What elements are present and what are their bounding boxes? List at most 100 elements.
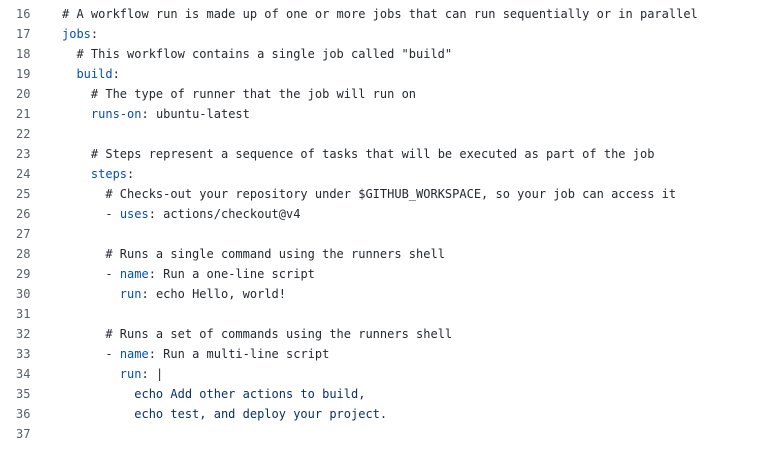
line-number[interactable]: 26 — [16, 207, 31, 221]
yaml-key: steps — [90, 167, 128, 181]
line-content: # Checks-out your repository under $GITH… — [62, 184, 676, 204]
yaml-colon: : — [90, 27, 99, 41]
line-number[interactable]: 24 — [16, 167, 31, 181]
code-line[interactable]: 35 echo Add other actions to build, — [0, 384, 777, 404]
line-number[interactable]: 19 — [16, 67, 31, 81]
yaml-value: Run a one-line script — [155, 267, 315, 281]
yaml-colon: : — [148, 207, 156, 221]
yaml-comment: # The type of runner that the job will r… — [90, 87, 417, 101]
line-number[interactable]: 30 — [16, 287, 31, 301]
yaml-comment: # Checks-out your repository under $GITH… — [105, 187, 677, 201]
line-number[interactable]: 22 — [16, 127, 31, 141]
code-line[interactable]: 34 run: | — [0, 364, 777, 384]
line-content: - uses: actions/checkout@v4 — [62, 204, 300, 224]
line-number[interactable]: 21 — [16, 107, 31, 121]
line-number[interactable]: 32 — [16, 327, 31, 341]
indent — [62, 367, 120, 381]
code-line[interactable]: 21 runs-on: ubuntu-latest — [0, 104, 777, 124]
indent — [62, 267, 105, 281]
line-number[interactable]: 25 — [16, 187, 31, 201]
line-number[interactable]: 20 — [16, 87, 31, 101]
line-number[interactable]: 31 — [16, 307, 31, 321]
indent — [62, 67, 76, 81]
line-number[interactable]: 35 — [16, 387, 31, 401]
block-scalar-text: echo Add other actions to build, — [134, 387, 366, 401]
line-content: # Runs a set of commands using the runne… — [62, 324, 452, 344]
line-content: runs-on: ubuntu-latest — [62, 104, 250, 124]
code-line[interactable]: 29 - name: Run a one-line script — [0, 264, 777, 284]
yaml-colon: : — [127, 167, 135, 181]
indent — [62, 147, 91, 161]
line-content: # A workflow run is made up of one or mo… — [62, 4, 698, 24]
yaml-colon: : — [141, 367, 149, 381]
line-number[interactable]: 37 — [16, 427, 31, 441]
yaml-value: Run a multi-line script — [155, 347, 330, 361]
line-number[interactable]: 34 — [16, 367, 31, 381]
indent — [62, 167, 91, 181]
line-content: steps: — [62, 164, 134, 184]
yaml-colon: : — [148, 347, 156, 361]
code-line[interactable]: 28 # Runs a single command using the run… — [0, 244, 777, 264]
line-number[interactable]: 28 — [16, 247, 31, 261]
code-line[interactable]: 16 # A workflow run is made up of one or … — [0, 4, 777, 24]
indent — [62, 47, 76, 61]
code-line[interactable]: 19 build: — [0, 64, 777, 84]
yaml-colon: : — [112, 67, 120, 81]
line-content: # Steps represent a sequence of tasks th… — [62, 144, 655, 164]
indent — [62, 247, 105, 261]
code-line[interactable]: 33 - name: Run a multi-line script — [0, 344, 777, 364]
code-line[interactable]: 26 - uses: actions/checkout@v4 — [0, 204, 777, 224]
yaml-key: runs-on — [90, 107, 142, 121]
yaml-key: jobs — [62, 27, 91, 41]
line-content: echo test, and deploy your project. — [62, 404, 387, 424]
indent — [62, 207, 105, 221]
list-dash: - — [105, 267, 120, 281]
code-line[interactable]: 22 — [0, 124, 777, 144]
line-content: - name: Run a multi-line script — [62, 344, 329, 364]
yaml-value: ubuntu-latest — [148, 107, 250, 121]
code-line[interactable]: 30 run: echo Hello, world! — [0, 284, 777, 304]
yaml-comment: # Runs a set of commands using the runne… — [105, 327, 453, 341]
code-line[interactable]: 31 — [0, 304, 777, 324]
code-line[interactable]: 24 steps: — [0, 164, 777, 184]
indent — [62, 327, 105, 341]
indent — [62, 187, 105, 201]
yaml-colon: : — [141, 107, 149, 121]
line-number[interactable]: 17 — [16, 27, 31, 41]
yaml-comment: # A workflow run is made up of one or mo… — [62, 7, 698, 21]
indent — [62, 287, 120, 301]
line-number[interactable]: 23 — [16, 147, 31, 161]
yaml-key: run — [119, 367, 142, 381]
line-content: # Runs a single command using the runner… — [62, 244, 445, 264]
yaml-key: uses — [119, 207, 149, 221]
line-number[interactable]: 36 — [16, 407, 31, 421]
block-scalar-text: echo test, and deploy your project. — [134, 407, 388, 421]
yaml-key: build — [76, 67, 113, 81]
code-line[interactable]: 25 # Checks-out your repository under $G… — [0, 184, 777, 204]
list-dash: - — [105, 207, 120, 221]
line-number[interactable]: 27 — [16, 227, 31, 241]
line-number[interactable]: 29 — [16, 267, 31, 281]
indent — [62, 347, 105, 361]
code-line[interactable]: 23 # Steps represent a sequence of tasks… — [0, 144, 777, 164]
code-line[interactable]: 27 — [0, 224, 777, 244]
code-line[interactable]: 20 # The type of runner that the job wil… — [0, 84, 777, 104]
yaml-value: echo Hello, world! — [148, 287, 286, 301]
line-content: run: echo Hello, world! — [62, 284, 286, 304]
line-number[interactable]: 16 — [16, 7, 31, 21]
code-line[interactable]: 37 — [0, 424, 777, 444]
line-content: jobs: — [62, 24, 98, 44]
yaml-colon: : — [148, 267, 156, 281]
line-number[interactable]: 18 — [16, 47, 31, 61]
line-content: - name: Run a one-line script — [62, 264, 315, 284]
yaml-value: actions/checkout@v4 — [155, 207, 301, 221]
code-line[interactable]: 36 echo test, and deploy your project. — [0, 404, 777, 424]
list-dash: - — [105, 347, 120, 361]
yaml-value: | — [148, 367, 164, 381]
code-line[interactable]: 17 jobs: — [0, 24, 777, 44]
line-content: run: | — [62, 364, 163, 384]
code-line[interactable]: 32 # Runs a set of commands using the ru… — [0, 324, 777, 344]
line-number[interactable]: 33 — [16, 347, 31, 361]
line-content: # This workflow contains a single job ca… — [62, 44, 452, 64]
code-line[interactable]: 18 # This workflow contains a single job… — [0, 44, 777, 64]
